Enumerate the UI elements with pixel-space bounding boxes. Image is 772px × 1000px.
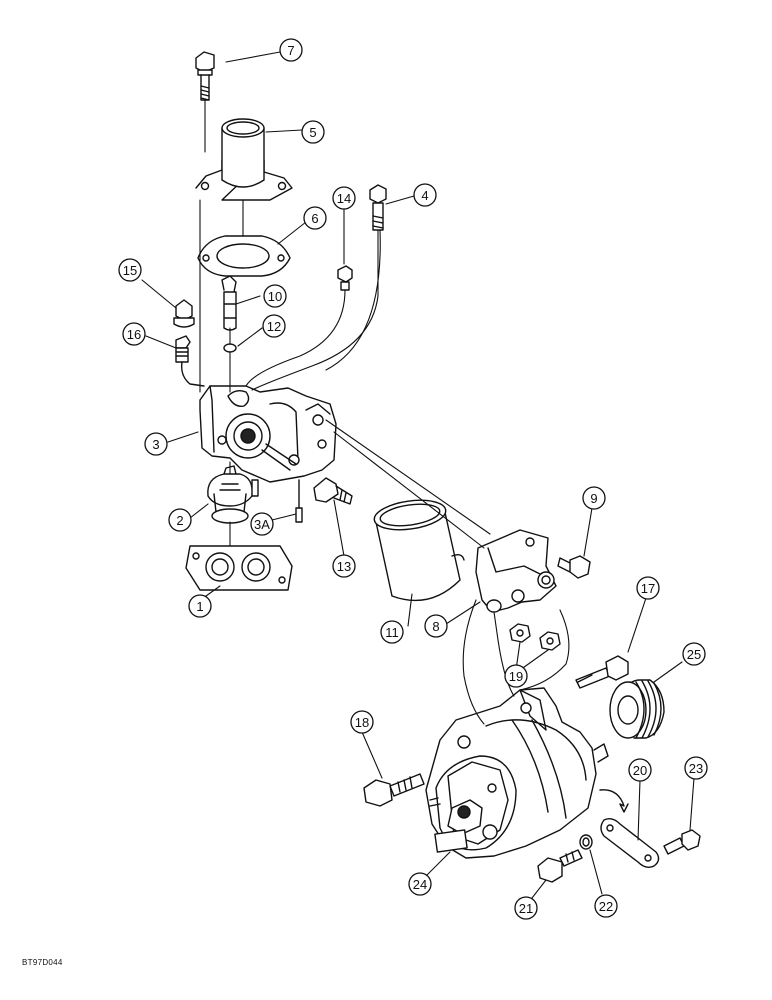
- figure-code: BT97D044: [22, 958, 63, 967]
- fitting-13: [313, 477, 353, 505]
- bolt-7: [195, 51, 215, 101]
- alternator-24: [425, 687, 609, 859]
- callout-21: 21: [514, 896, 538, 920]
- nuts-19: [509, 623, 561, 651]
- svg-text:15: 15: [123, 263, 137, 278]
- svg-text:3: 3: [152, 437, 159, 452]
- strap-20: [600, 817, 660, 869]
- bracket-8: [475, 529, 557, 613]
- callout-3: 3: [144, 432, 168, 456]
- o-ring-12: [223, 343, 237, 353]
- svg-text:1: 1: [196, 599, 203, 614]
- bolt-18: [363, 773, 425, 807]
- callout-12: 12: [262, 314, 286, 338]
- svg-text:12: 12: [267, 319, 281, 334]
- svg-text:21: 21: [519, 901, 533, 916]
- gasket-6: [197, 235, 291, 277]
- temp-sender-16: [175, 335, 205, 387]
- svg-text:5: 5: [309, 125, 316, 140]
- svg-text:7: 7: [287, 43, 294, 58]
- svg-text:2: 2: [176, 513, 183, 528]
- svg-text:11: 11: [385, 625, 399, 640]
- callout-16: 16: [122, 322, 146, 346]
- svg-text:4: 4: [421, 188, 428, 203]
- bolt-17: [575, 655, 629, 689]
- svg-text:17: 17: [641, 581, 655, 596]
- svg-text:22: 22: [599, 899, 613, 914]
- assembly-lines: [199, 99, 570, 725]
- svg-text:10: 10: [268, 289, 282, 304]
- base-gasket-1: [185, 545, 293, 591]
- callout-8: 8: [424, 614, 448, 638]
- svg-text:25: 25: [687, 647, 701, 662]
- callout-1: 1: [188, 594, 212, 618]
- rotation-arrow: [599, 789, 629, 813]
- plug-15: [173, 299, 195, 328]
- outlet-tube-5: [195, 118, 293, 201]
- svg-text:19: 19: [509, 669, 523, 684]
- callouts: 7 5 4 14 6 15 10 12: [118, 38, 708, 920]
- bolt-9: [557, 555, 591, 579]
- callout-10: 10: [263, 284, 287, 308]
- callout-18: 18: [350, 710, 374, 734]
- bolt-23: [663, 829, 701, 855]
- callout-25: 25: [682, 642, 706, 666]
- leader-lines: [141, 51, 695, 899]
- plug-14: [337, 265, 353, 291]
- svg-text:24: 24: [413, 877, 427, 892]
- callout-13: 13: [332, 554, 356, 578]
- callout-19: 19: [504, 664, 528, 688]
- callout-7: 7: [279, 38, 303, 62]
- bolt-21: [537, 849, 583, 883]
- callout-24: 24: [408, 872, 432, 896]
- sensor-10: [221, 275, 237, 331]
- callout-17: 17: [636, 576, 660, 600]
- callout-15: 15: [118, 258, 142, 282]
- callout-5: 5: [301, 120, 325, 144]
- callout-22: 22: [594, 894, 618, 918]
- svg-text:13: 13: [337, 559, 351, 574]
- callout-11: 11: [380, 620, 404, 644]
- washer-22: [579, 834, 593, 850]
- callout-4: 4: [413, 183, 437, 207]
- thermostat-2: [207, 465, 253, 524]
- dowel-pins-3A: [251, 479, 303, 523]
- callout-6: 6: [303, 206, 327, 230]
- svg-text:20: 20: [633, 763, 647, 778]
- callout-3A: 3A: [250, 512, 274, 536]
- callout-14: 14: [332, 186, 356, 210]
- callout-9: 9: [582, 486, 606, 510]
- callout-20: 20: [628, 758, 652, 782]
- svg-text:18: 18: [355, 715, 369, 730]
- pulley-25: [609, 679, 665, 739]
- svg-text:8: 8: [432, 619, 439, 634]
- svg-text:9: 9: [590, 491, 597, 506]
- svg-text:23: 23: [689, 761, 703, 776]
- callout-2: 2: [168, 508, 192, 532]
- filter-11: [373, 499, 465, 602]
- callout-23: 23: [684, 756, 708, 780]
- svg-text:16: 16: [127, 327, 141, 342]
- bolt-4: [369, 184, 387, 231]
- svg-text:3A: 3A: [254, 517, 270, 532]
- svg-text:6: 6: [311, 211, 318, 226]
- svg-text:14: 14: [337, 191, 351, 206]
- thermostat-housing-3: [199, 385, 337, 483]
